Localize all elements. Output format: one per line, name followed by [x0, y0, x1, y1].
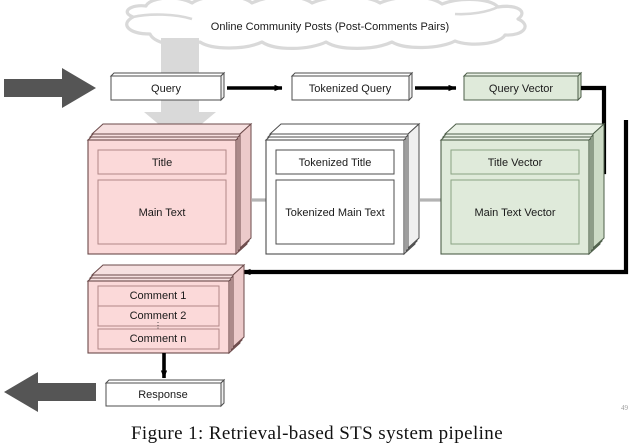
figure-caption: Figure 1: Retrieval-based STS system pip…	[130, 424, 504, 444]
tokenized-maintext-label: Tokenized Main Text	[285, 207, 384, 219]
cloud-shape	[125, 0, 527, 50]
tokenized-query-label: Tokenized Query	[309, 83, 392, 95]
query-vector-label: Query Vector	[489, 83, 554, 95]
page-marker: 49	[621, 404, 628, 412]
post-maintext-label: Main Text	[139, 207, 186, 219]
comment-1-label: Comment 1	[130, 290, 187, 302]
comments-stack[interactable]	[86, 263, 246, 355]
query-box[interactable]	[109, 71, 226, 102]
tokenized-stack[interactable]	[264, 122, 421, 256]
response-box[interactable]	[104, 378, 226, 408]
maintext-vector-label: Main Text Vector	[474, 207, 555, 219]
query-label: Query	[151, 83, 181, 95]
comment-n-label: Comment n	[130, 333, 187, 345]
vector-stack[interactable]	[439, 122, 606, 256]
post-stack[interactable]	[86, 122, 253, 256]
query-vector-box[interactable]	[462, 71, 583, 102]
tokenized-query-box[interactable]	[290, 71, 414, 102]
comments-ellipsis: ⋮	[154, 321, 162, 330]
comment-2-label: Comment 2	[130, 310, 187, 322]
response-label: Response	[138, 389, 188, 401]
title-vector-label: Title Vector	[488, 157, 543, 169]
output-block-arrow	[4, 372, 96, 412]
post-title-label: Title	[152, 157, 172, 169]
cloud-label: Online Community Posts (Post-Comments Pa…	[211, 21, 449, 33]
route-vectors-to-comments	[242, 120, 629, 276]
tokenized-title-label: Tokenized Title	[299, 157, 372, 169]
input-block-arrow	[4, 68, 96, 108]
